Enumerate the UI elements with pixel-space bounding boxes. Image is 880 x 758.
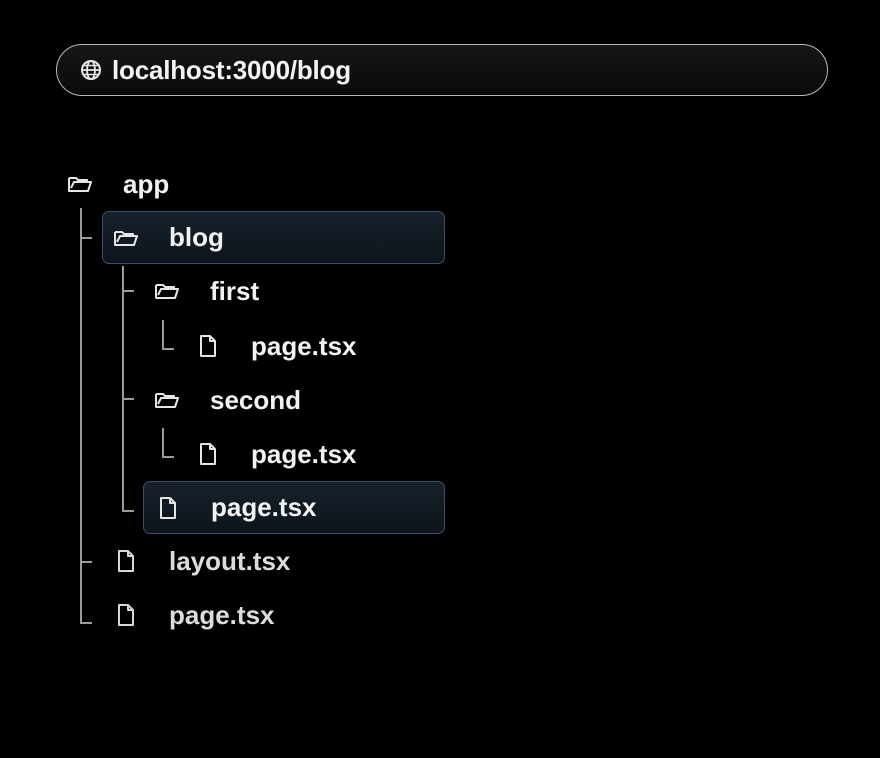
file-icon (112, 601, 140, 629)
tree-guide-root-page (80, 622, 92, 624)
tree-item-app[interactable]: app (66, 164, 169, 204)
file-icon (194, 440, 222, 468)
folder-open-icon (112, 224, 140, 252)
file-icon (112, 547, 140, 575)
tree-item-label: layout.tsx (169, 545, 291, 576)
globe-icon (80, 59, 102, 81)
tree-item-first[interactable]: first (153, 271, 259, 311)
tree-item-label: second (210, 384, 302, 415)
tree-item-layout[interactable]: layout.tsx (112, 541, 290, 581)
folder-open-icon (66, 170, 94, 198)
tree-guide-blog-second (122, 398, 134, 400)
tree-item-label: first (210, 275, 260, 306)
tree-item-root-page[interactable]: page.tsx (112, 595, 275, 635)
tree-guide-root (80, 208, 82, 624)
tree-item-label: page.tsx (251, 330, 357, 361)
tree-guide-blog-page (122, 510, 134, 512)
tree-item-label: page.tsx (169, 599, 275, 630)
tree-item-label: app (123, 168, 170, 199)
tree-item-label: page.tsx (211, 492, 317, 522)
url-text: localhost:3000/blog (112, 54, 351, 85)
tree-guide-first (162, 320, 164, 350)
file-icon (154, 494, 182, 522)
tree-guide-blog (122, 266, 124, 512)
folder-open-icon (153, 386, 181, 414)
tree-guide-root-layout (80, 561, 92, 563)
tree-guide-first-page (162, 348, 174, 350)
tree-item-label: blog (169, 222, 224, 252)
folder-open-icon (153, 277, 181, 305)
tree-item-blog-page[interactable]: page.tsx (143, 481, 445, 534)
tree-guide-second-page (162, 456, 174, 458)
tree-guide-second (162, 428, 164, 458)
tree-item-label: page.tsx (251, 438, 357, 469)
tree-guide-blog-first (122, 290, 134, 292)
tree-item-second-page[interactable]: page.tsx (194, 434, 357, 474)
file-icon (194, 332, 222, 360)
tree-guide-root-blog (80, 237, 92, 239)
address-bar[interactable]: localhost:3000/blog (56, 44, 828, 96)
tree-item-blog[interactable]: blog (102, 211, 445, 264)
tree-item-first-page[interactable]: page.tsx (194, 326, 357, 366)
tree-item-second[interactable]: second (153, 380, 301, 420)
